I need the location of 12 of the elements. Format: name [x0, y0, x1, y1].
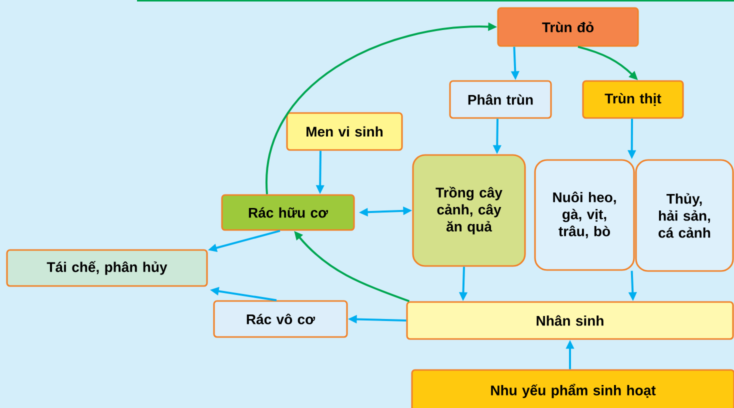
- process-box: Phân trùn: [449, 80, 552, 119]
- process-box: Nhu yếu phẩm sinh hoạt: [411, 369, 734, 408]
- process-box: Trồng cây cảnh, cây ăn quả: [412, 154, 526, 267]
- process-box: Nuôi heo, gà, vịt, trâu, bò: [534, 159, 635, 271]
- process-box: Trùn thịt: [582, 80, 684, 119]
- process-box: Thủy, hải sản, cá cảnh: [635, 159, 734, 272]
- process-box: Nhân sinh: [406, 301, 734, 340]
- process-box: Rác hữu cơ: [221, 194, 355, 231]
- process-box: Men vi sinh: [286, 112, 403, 151]
- process-box: Rác vô cơ: [213, 300, 348, 338]
- process-box: Tái chế, phân hủy: [6, 249, 208, 287]
- process-box: Trùn đỏ: [497, 7, 639, 47]
